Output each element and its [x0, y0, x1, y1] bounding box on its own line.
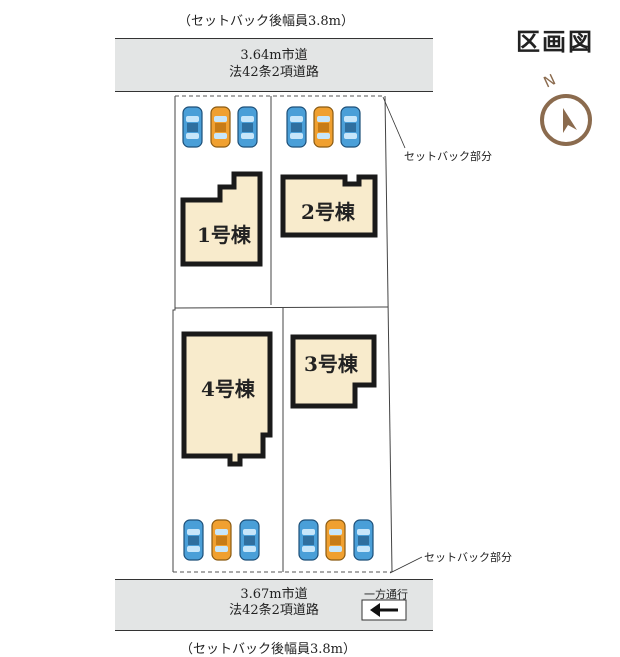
setback-width-note-bottom: （セットバック後幅員3.8m）: [180, 642, 357, 657]
road-bottom-type: 法42条2項道路: [229, 603, 319, 618]
one-way-label: 一方通行: [364, 588, 408, 601]
road-top: 3.64m市道 法42条2項道路: [115, 38, 433, 92]
lot-3-label: 3号棟: [304, 352, 358, 376]
setback-width-note-top: （セットバック後幅員3.8m）: [178, 14, 355, 29]
road-top-type: 法42条2項道路: [229, 65, 319, 80]
road-top-width: 3.64m市道: [240, 48, 308, 63]
setback-label-top: セットバック部分: [404, 150, 492, 163]
house-3: [290, 334, 377, 409]
house-1: [180, 171, 263, 267]
road-bottom: 3.67m市道 法42条2項道路: [115, 579, 433, 631]
road-bottom-width: 3.67m市道: [240, 587, 308, 602]
lot-4-label: 4号棟: [201, 377, 255, 401]
lot-1-label: 1号棟: [197, 223, 251, 247]
setback-label-bottom: セットバック部分: [424, 551, 512, 564]
page-title: 区画図: [516, 28, 594, 56]
lot-boundaries: [172, 95, 393, 573]
house-4: [181, 331, 273, 467]
lot-2-label: 2号棟: [301, 200, 355, 224]
house-2: [280, 174, 378, 238]
compass: [540, 94, 592, 146]
